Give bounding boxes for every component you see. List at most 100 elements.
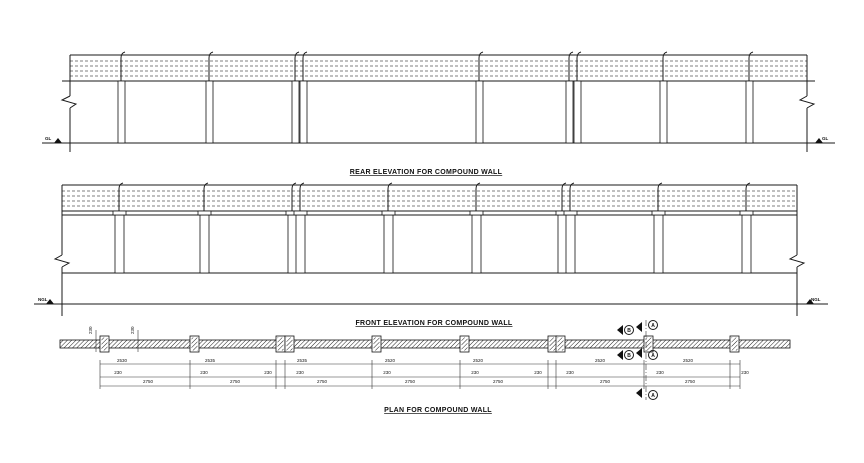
wall-pier bbox=[475, 80, 484, 144]
section-mark-b: B bbox=[627, 328, 631, 334]
level-marker-icon bbox=[54, 138, 62, 143]
elevation-mark-a: A bbox=[651, 353, 655, 359]
pier-cap bbox=[651, 210, 666, 216]
front-level-right: NGL bbox=[811, 297, 821, 302]
front-level-left: NGL bbox=[38, 297, 48, 302]
pier-cap bbox=[381, 210, 396, 216]
plan-dim-pier: 230 bbox=[741, 370, 749, 375]
fence-post bbox=[568, 51, 574, 81]
rear-level-left: GL bbox=[45, 136, 52, 141]
plan-dim-upper: 2530 bbox=[117, 358, 128, 363]
wall-pier bbox=[291, 80, 300, 144]
plan-dim-lower: 2750 bbox=[685, 379, 696, 384]
wall-pier bbox=[114, 214, 125, 274]
fence-post bbox=[576, 51, 582, 81]
front-elevation: NGL NGL bbox=[34, 182, 828, 316]
plan-dim-pier: 230 bbox=[534, 370, 542, 375]
section-arrow-icon bbox=[636, 322, 642, 332]
plan-dim-upper: 2520 bbox=[683, 358, 694, 363]
fence-post bbox=[561, 182, 567, 211]
rear-elevation: GL GL bbox=[42, 51, 835, 152]
elevation-mark-icon bbox=[648, 350, 658, 360]
pier-cap bbox=[293, 210, 308, 216]
elevation-mark-a: A bbox=[651, 393, 655, 399]
fence-post bbox=[657, 182, 663, 211]
plan-dim-pier: 230 bbox=[471, 370, 479, 375]
level-marker-icon bbox=[806, 299, 814, 304]
plan-pier-hatch bbox=[191, 337, 198, 351]
plan-pier-hatch bbox=[549, 337, 556, 351]
wall-pier bbox=[565, 80, 574, 144]
section-mark-icon bbox=[624, 325, 634, 335]
wall-pier bbox=[573, 80, 582, 144]
plan-dim-upper: 2520 bbox=[385, 358, 396, 363]
plan-dim-upper: 2520 bbox=[473, 358, 484, 363]
wall-pier bbox=[565, 214, 576, 274]
fence-post bbox=[299, 182, 305, 211]
plan-pier-hatch bbox=[286, 337, 293, 351]
fence-post bbox=[294, 51, 300, 81]
fence-post bbox=[475, 182, 481, 211]
plan-title: PLAN FOR COMPOUND WALL bbox=[384, 407, 492, 414]
plan-dim-pier: 230 bbox=[264, 370, 272, 375]
plan-dim-pier: 230 bbox=[383, 370, 391, 375]
plan-pier-hatch bbox=[373, 337, 380, 351]
fence-post bbox=[302, 51, 308, 81]
rear-elevation-title: REAR ELEVATION FOR COMPOUND WALL bbox=[350, 169, 503, 176]
fence-post bbox=[291, 182, 297, 211]
section-arrow-icon bbox=[636, 348, 642, 358]
fence-post bbox=[203, 182, 209, 211]
plan-pier-hatch bbox=[557, 337, 564, 351]
plan-dim-lower: 2750 bbox=[143, 379, 154, 384]
section-mark-icon bbox=[624, 350, 634, 360]
front-elevation-title: FRONT ELEVATION FOR COMPOUND WALL bbox=[355, 320, 512, 327]
fence-post bbox=[118, 182, 124, 211]
fence-post bbox=[120, 51, 126, 81]
plan-dim-upper: 2535 bbox=[205, 358, 216, 363]
plan-dim-pier: 230 bbox=[200, 370, 208, 375]
front-piers bbox=[112, 182, 754, 274]
fence-post bbox=[662, 51, 668, 81]
wall-pier bbox=[199, 214, 210, 274]
plan-piers bbox=[99, 335, 740, 353]
section-arrow-icon bbox=[617, 325, 623, 335]
wall-pier bbox=[117, 80, 126, 144]
plan-vertical-dim: 230 bbox=[130, 326, 135, 334]
fence-post bbox=[745, 182, 751, 211]
wall-pier bbox=[471, 214, 482, 274]
pier-cap bbox=[739, 210, 754, 216]
wall-pier bbox=[383, 214, 394, 274]
plan-dim-lower: 2750 bbox=[317, 379, 328, 384]
plan-dim-pier: 230 bbox=[566, 370, 574, 375]
fence-post bbox=[387, 182, 393, 211]
plan-dim-lower: 2750 bbox=[493, 379, 504, 384]
level-marker-icon bbox=[46, 299, 54, 304]
wall-pier bbox=[741, 214, 752, 274]
wall-pier bbox=[653, 214, 664, 274]
wall-pier bbox=[299, 80, 308, 144]
plan-vertical-dim: 230 bbox=[88, 326, 93, 334]
pier-cap bbox=[197, 210, 212, 216]
pier-cap bbox=[112, 210, 127, 216]
plan-dim-pier: 230 bbox=[296, 370, 304, 375]
rear-level-right: GL bbox=[822, 136, 829, 141]
fence-post bbox=[208, 51, 214, 81]
wall-pier bbox=[659, 80, 668, 144]
wall-pier bbox=[295, 214, 306, 274]
pier-cap bbox=[563, 210, 578, 216]
plan-pier-hatch bbox=[277, 337, 284, 351]
plan-pier-hatch bbox=[645, 337, 652, 351]
wall-pier bbox=[205, 80, 214, 144]
plan-dim-upper: 2520 bbox=[595, 358, 606, 363]
plan-dim-lower: 2750 bbox=[600, 379, 611, 384]
fence-post bbox=[748, 51, 754, 81]
plan-pier-hatch bbox=[461, 337, 468, 351]
plan-dim-lower: 2750 bbox=[405, 379, 416, 384]
plan-dim-pier: 230 bbox=[656, 370, 664, 375]
elevation-mark-icon bbox=[648, 390, 658, 400]
plan-dim-pier: 230 bbox=[114, 370, 122, 375]
level-marker-icon bbox=[815, 138, 823, 143]
